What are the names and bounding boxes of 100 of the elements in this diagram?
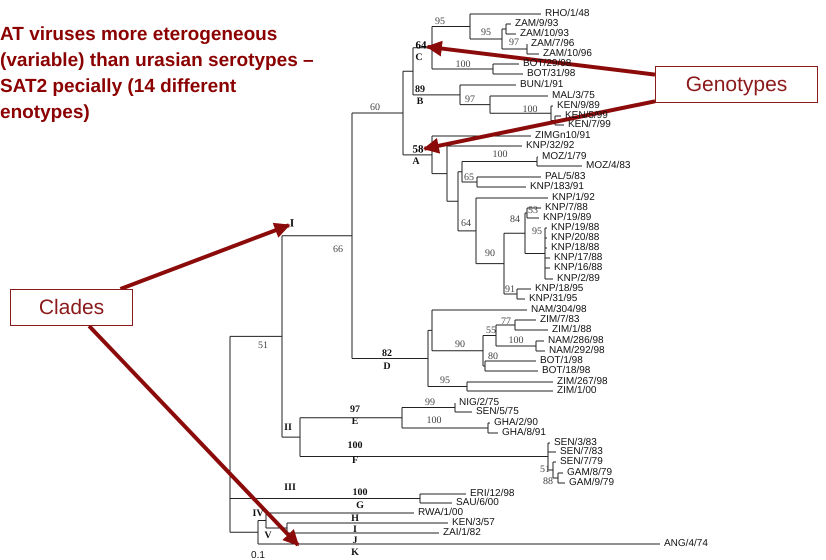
taxon-label: BOT/18/98: [542, 366, 590, 376]
clade-numeral: I: [290, 218, 294, 230]
taxon-label: RHO/1/48: [545, 9, 590, 19]
clade-label: I: [353, 525, 357, 535]
bootstrap-value: 97: [509, 38, 519, 48]
leader-arrow: [88, 324, 300, 546]
taxon-label: GHA/8/91: [502, 428, 546, 438]
callout-box: Clades: [10, 289, 133, 326]
taxon-label: ANG/4/74: [664, 539, 708, 549]
bootstrap-value: 90: [455, 340, 465, 350]
bootstrap-value: 100: [492, 150, 508, 160]
node-support-value: 58: [412, 144, 424, 156]
taxon-label: KNP/17/88: [554, 253, 602, 263]
bootstrap-value: 55: [486, 326, 496, 336]
taxon-label: ZIM/7/83: [540, 315, 580, 325]
taxon-label: SEN/7/83: [560, 447, 603, 457]
bootstrap-value: 77: [501, 317, 511, 327]
bootstrap-value: 51: [258, 341, 268, 351]
bootstrap-value: 97: [465, 95, 475, 105]
taxon-label: ZIM/1/00: [557, 386, 596, 396]
taxon-label: BOT/1/98: [540, 356, 583, 366]
clade-label: F: [352, 456, 358, 466]
taxon-label: ZAM/10/96: [543, 49, 592, 59]
taxon-label: KEN/9/89: [557, 101, 600, 111]
clade-label: 97: [350, 405, 360, 415]
taxon-label: KNP/1/92: [552, 193, 595, 203]
taxon-label: SEN/3/83: [554, 438, 597, 448]
bootstrap-value: 99: [425, 398, 435, 408]
leader-arrow: [426, 40, 656, 77]
taxon-label: PAL/5/83: [545, 172, 586, 182]
genotype-letter: A: [412, 157, 420, 167]
bootstrap-value: 88: [543, 477, 553, 487]
bootstrap-value: 84: [510, 215, 520, 225]
leader-arrow: [422, 99, 656, 154]
taxon-label: GAM/9/79: [569, 478, 614, 488]
bootstrap-value: 91: [505, 285, 515, 295]
bootstrap-value: 80: [488, 352, 498, 362]
taxon-label: ZIM/267/98: [557, 377, 608, 387]
taxon-label: ZIM/1/88: [552, 325, 592, 335]
clade-label: IV: [252, 509, 264, 519]
taxon-label: KNP/32/92: [526, 141, 574, 151]
taxon-label: KNP/19/88: [551, 223, 600, 233]
bootstrap-value: 90: [485, 249, 495, 259]
clade-label: II: [284, 423, 292, 433]
taxon-label: KNP/31/95: [529, 294, 578, 304]
genotype-letter: C: [415, 53, 423, 63]
taxon-label: KNP/18/88: [551, 243, 600, 253]
clade-label: E: [352, 417, 358, 427]
clade-label: 89: [415, 85, 425, 95]
bootstrap-value: 95: [532, 227, 542, 237]
bootstrap-value: 100: [522, 105, 538, 115]
clade-label: K: [351, 548, 359, 558]
bootstrap-value: 95: [440, 376, 450, 386]
taxon-label: KNP/19/89: [543, 213, 592, 223]
taxon-label: MAL/3/75: [552, 91, 595, 101]
taxon-label: ZAI/1/82: [443, 528, 481, 538]
taxon-label: KEN/3/57: [452, 518, 495, 528]
bootstrap-value: 95: [481, 28, 491, 38]
bootstrap-value: 95: [435, 17, 445, 27]
clade-label: B: [416, 97, 424, 107]
taxon-label: ERI/12/98: [470, 489, 514, 499]
bootstrap-value: 64: [461, 219, 471, 229]
taxon-label: SEN/5/75: [476, 407, 519, 417]
taxon-label: RWA/1/00: [418, 508, 464, 518]
taxon-label: KNP/7/88: [545, 203, 588, 213]
bootstrap-value: 51: [540, 465, 550, 475]
bootstrap-value: 100: [456, 60, 470, 70]
bootstrap-value: 53: [528, 206, 538, 216]
clade-label: D: [383, 362, 391, 372]
clade-label: III: [284, 483, 296, 493]
clade-label: 100: [352, 488, 368, 498]
clade-label: H: [351, 514, 359, 524]
taxon-label: KNP/18/95: [535, 284, 584, 294]
taxon-label: NIG/2/75: [459, 398, 500, 408]
clade-label: 100: [348, 441, 362, 451]
taxon-label: MOZ/4/83: [586, 161, 630, 171]
taxon-label: NAM/292/98: [549, 346, 605, 356]
taxon-label: GAM/8/79: [567, 468, 612, 478]
taxon-label: KNP/20/88: [551, 233, 600, 243]
leader-arrow: [120, 222, 290, 291]
taxon-label: ZIMGn10/91: [535, 131, 591, 141]
bootstrap-value: 100: [508, 336, 524, 346]
taxon-label: GHA/2/90: [494, 418, 538, 428]
taxon-label: SEN/7/79: [560, 457, 603, 467]
taxon-label: ZAM/9/93: [515, 19, 558, 29]
taxon-label: MOZ/1/79: [542, 152, 586, 162]
taxon-label: KNP/16/88: [554, 263, 602, 273]
taxon-label: KEN/7/99: [568, 120, 611, 130]
clade-label: V: [264, 531, 272, 541]
taxon-label: BUN/1/91: [520, 80, 564, 90]
taxon-label: KNP/2/89: [557, 274, 600, 284]
clade-label: 82: [382, 349, 392, 359]
bootstrap-value: 65: [464, 173, 474, 183]
taxon-label: NAM/286/98: [548, 336, 604, 346]
heading: AT viruses more eterogeneous (variable) than urasian serotypes – SAT2 pecially (14 different enotypes): [0, 23, 315, 125]
taxon-label: BOT/31/98: [527, 69, 576, 79]
taxon-label: KNP/183/91: [530, 182, 584, 192]
bootstrap-value: 100: [426, 416, 442, 426]
taxon-label: ZAM/10/93: [520, 29, 569, 39]
clade-label: J: [352, 536, 358, 546]
